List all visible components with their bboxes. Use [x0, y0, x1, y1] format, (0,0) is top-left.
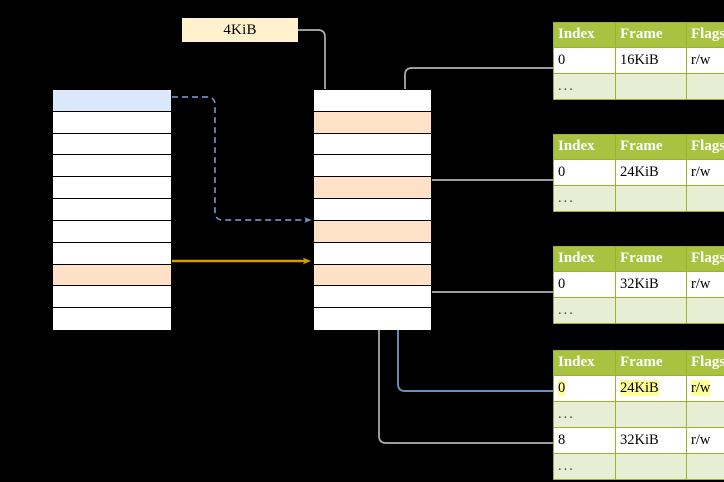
virtual-address-column-cell-5[interactable] — [53, 199, 171, 221]
cell-frame: 32KiB — [615, 270, 687, 298]
physical-memory-column-cell-10[interactable] — [314, 308, 431, 330]
wire-table2-to-middle — [416, 179, 553, 225]
page-size-text: 4KiB — [223, 21, 257, 38]
physical-memory-column-cell-8[interactable] — [314, 264, 431, 287]
cell-index: ... — [553, 400, 616, 428]
cell-frame: 24KiB — [615, 158, 687, 186]
column-header-flags: Flags — [686, 134, 724, 160]
virtual-address-column-cell-1[interactable] — [53, 111, 171, 134]
virtual-address-column-cell-10[interactable] — [53, 308, 171, 330]
virtual-address-column-cell-0[interactable] — [53, 90, 171, 112]
cell-frame — [615, 184, 687, 212]
cell-flags: r/w — [686, 374, 724, 402]
cell-flags — [686, 72, 724, 100]
physical-memory-column-cell-0[interactable] — [314, 90, 431, 112]
cell-flags — [686, 400, 724, 428]
cell-index: ... — [553, 72, 616, 100]
virtual-address-column-cell-9[interactable] — [53, 286, 171, 309]
table-row-ellipsis[interactable]: ... — [553, 400, 724, 428]
column-header-index: Index — [553, 246, 616, 272]
cell-flags — [686, 184, 724, 212]
column-header-flags: Flags — [686, 22, 724, 48]
cell-frame — [615, 452, 687, 480]
cell-index: 0 — [553, 46, 616, 74]
cell-frame: 32KiB — [615, 426, 687, 454]
cell-flags — [686, 296, 724, 324]
column-header-flags: Flags — [686, 246, 724, 272]
table-row-ellipsis[interactable]: ... — [553, 72, 724, 100]
table-row-ellipsis[interactable]: ... — [553, 184, 724, 212]
virtual-address-column-cell-7[interactable] — [53, 242, 171, 265]
cell-index: 8 — [553, 426, 616, 454]
physical-memory-column-cell-1[interactable] — [314, 111, 431, 134]
cell-flags: r/w — [686, 46, 724, 74]
cell-index: 0 — [553, 270, 616, 298]
physical-memory-column-cell-4[interactable] — [314, 177, 431, 200]
cell-index: 0 — [553, 158, 616, 186]
column-header-index: Index — [553, 134, 616, 160]
column-header-index: Index — [553, 22, 616, 48]
column-header-frame: Frame — [615, 350, 687, 376]
virtual-address-column-cell-4[interactable] — [53, 177, 171, 200]
cell-index: 0 — [553, 374, 616, 402]
physical-memory-column-cell-6[interactable] — [314, 220, 431, 243]
cell-flags: r/w — [686, 426, 724, 454]
column-header-frame: Frame — [615, 134, 687, 160]
cell-index: ... — [553, 452, 616, 480]
virtual-address-column-cell-8[interactable] — [53, 264, 171, 287]
table-row-ellipsis[interactable]: ... — [553, 296, 724, 324]
column-header-flags: Flags — [686, 350, 724, 376]
physical-memory-column — [313, 89, 432, 330]
cell-index: ... — [553, 184, 616, 212]
page-size-label: 4KiB — [182, 18, 298, 42]
column-header-frame: Frame — [615, 22, 687, 48]
cell-frame — [615, 400, 687, 428]
physical-memory-column-cell-2[interactable] — [314, 133, 431, 156]
wire-table3-to-middle — [417, 264, 553, 293]
virtual-address-column-cell-2[interactable] — [53, 133, 171, 156]
virtual-address-column-cell-6[interactable] — [53, 220, 171, 243]
physical-memory-column-cell-5[interactable] — [314, 199, 431, 221]
cell-frame — [615, 72, 687, 100]
column-header-frame: Frame — [615, 246, 687, 272]
cell-flags — [686, 452, 724, 480]
physical-memory-column-cell-7[interactable] — [314, 242, 431, 265]
column-header-index: Index — [553, 350, 616, 376]
cell-index: ... — [553, 296, 616, 324]
cell-frame — [615, 296, 687, 324]
cell-frame: 16KiB — [615, 46, 687, 74]
physical-memory-column-cell-9[interactable] — [314, 286, 431, 309]
cell-flags: r/w — [686, 158, 724, 186]
virtual-address-column — [52, 89, 172, 330]
cell-frame: 24KiB — [615, 374, 687, 402]
virtual-address-column-cell-3[interactable] — [53, 155, 171, 178]
table-row-ellipsis[interactable]: ... — [553, 452, 724, 480]
wire-left0-to-middle6 — [172, 96, 312, 224]
physical-memory-column-cell-3[interactable] — [314, 155, 431, 178]
cell-flags: r/w — [686, 270, 724, 298]
